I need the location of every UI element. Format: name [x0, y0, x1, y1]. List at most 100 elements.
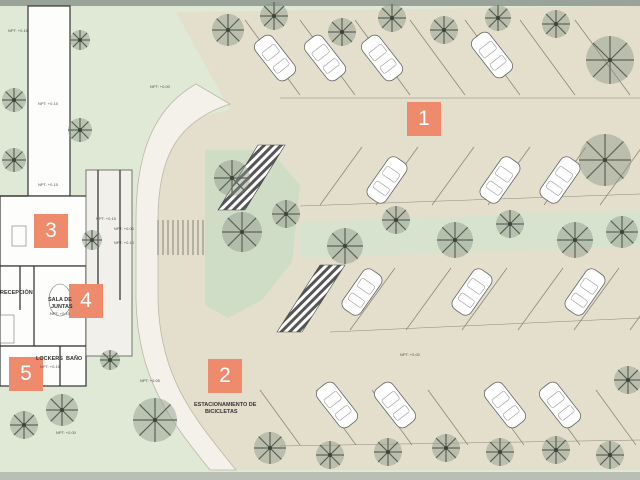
bottom-border — [0, 472, 640, 480]
level-parking-center: NPT: +0.00 — [400, 352, 420, 357]
interior-walls — [0, 170, 121, 386]
reception-label: RECEPCIÓN — [0, 290, 33, 296]
tree — [496, 210, 524, 238]
tree — [606, 216, 638, 248]
tree — [430, 16, 458, 44]
stall-line — [319, 146, 363, 206]
tree — [46, 394, 78, 426]
stall-line — [427, 389, 469, 446]
stall-line — [519, 19, 576, 96]
level-meeting: NPT: +0.15 — [50, 311, 70, 316]
lane-line — [329, 317, 640, 333]
stall-line — [431, 146, 475, 206]
stall-line — [574, 19, 631, 96]
trees — [2, 2, 640, 469]
access-road — [135, 83, 237, 471]
level-parking-top: NPT: +0.00 — [150, 84, 170, 89]
stall-line — [349, 267, 396, 331]
stall-line — [409, 19, 466, 96]
top-border — [0, 0, 640, 6]
stall-line — [259, 389, 301, 446]
level-stair-a: NPT: +0.05 — [114, 226, 134, 231]
car — [360, 34, 404, 82]
car — [483, 381, 527, 429]
level-corridor-b: NPT: +0.15 — [38, 101, 58, 106]
building-corridor — [27, 5, 71, 197]
planter-row — [300, 210, 640, 258]
level-corridor-a: NPT: +0.15 — [8, 28, 28, 33]
car — [451, 268, 493, 316]
meeting-room-label-2: JUNTAS — [51, 304, 73, 310]
car — [470, 31, 514, 79]
level-corridor-c: NPT: +0.15 — [38, 182, 58, 187]
tree — [254, 432, 286, 464]
entry-walk — [85, 169, 133, 357]
stall-line — [595, 389, 637, 446]
lane-line — [299, 193, 640, 207]
tree — [68, 118, 92, 142]
tree — [316, 441, 344, 469]
ramp-upper — [217, 144, 286, 211]
car — [303, 34, 347, 82]
tree — [272, 200, 300, 228]
bike-parking-label-2: BICICLETAS — [205, 409, 238, 415]
tree — [579, 134, 631, 186]
tree — [327, 228, 363, 264]
ramp-lower — [276, 264, 346, 333]
meeting-room-label-1: SALA DE — [48, 297, 72, 303]
stall-line — [405, 267, 452, 331]
level-west: NPT: +0.15 — [40, 364, 60, 369]
marker-4: 4 — [69, 284, 103, 318]
car — [564, 268, 606, 316]
tree — [328, 18, 356, 46]
tree — [542, 436, 570, 464]
marker-5: 5 — [9, 357, 43, 391]
level-bike-a: NPT: +0.05 — [140, 378, 160, 383]
car — [315, 381, 359, 429]
car — [479, 156, 521, 204]
tree — [260, 2, 288, 30]
tree — [557, 222, 593, 258]
tree — [586, 36, 634, 84]
parked-cars — [253, 31, 606, 429]
stall-line — [517, 267, 564, 331]
level-stair-b: NPT: +0.10 — [114, 240, 134, 245]
marker-2: 2 — [208, 359, 242, 393]
tree — [382, 206, 410, 234]
tree — [82, 230, 102, 250]
level-hall: NPT: +0.15 — [96, 216, 116, 221]
tree — [374, 438, 402, 466]
tree — [222, 212, 262, 252]
car — [341, 268, 383, 316]
tree — [2, 88, 26, 112]
tree — [437, 222, 473, 258]
tree — [100, 350, 120, 370]
tree — [542, 10, 570, 38]
marker-3: 3 — [34, 214, 68, 248]
tree — [486, 438, 514, 466]
tree — [432, 434, 460, 462]
tree — [596, 441, 624, 469]
tree — [378, 4, 406, 32]
lockers-label: LOCKERS — [36, 356, 63, 362]
level-bike-b: NPT: +0.00 — [56, 430, 76, 435]
car — [373, 381, 417, 429]
tree — [133, 398, 177, 442]
stall-line — [461, 267, 508, 331]
bath-label: BAÑO — [66, 356, 83, 362]
tree — [485, 5, 511, 31]
lane-line — [279, 439, 640, 447]
tree — [212, 14, 244, 46]
car — [539, 156, 581, 204]
tree — [10, 411, 38, 439]
tree — [2, 148, 26, 172]
stall-line — [573, 267, 620, 331]
car — [366, 156, 408, 204]
car — [538, 381, 582, 429]
tree — [614, 366, 640, 394]
stall-line — [629, 315, 640, 331]
tree — [70, 30, 90, 50]
tree — [214, 160, 250, 196]
